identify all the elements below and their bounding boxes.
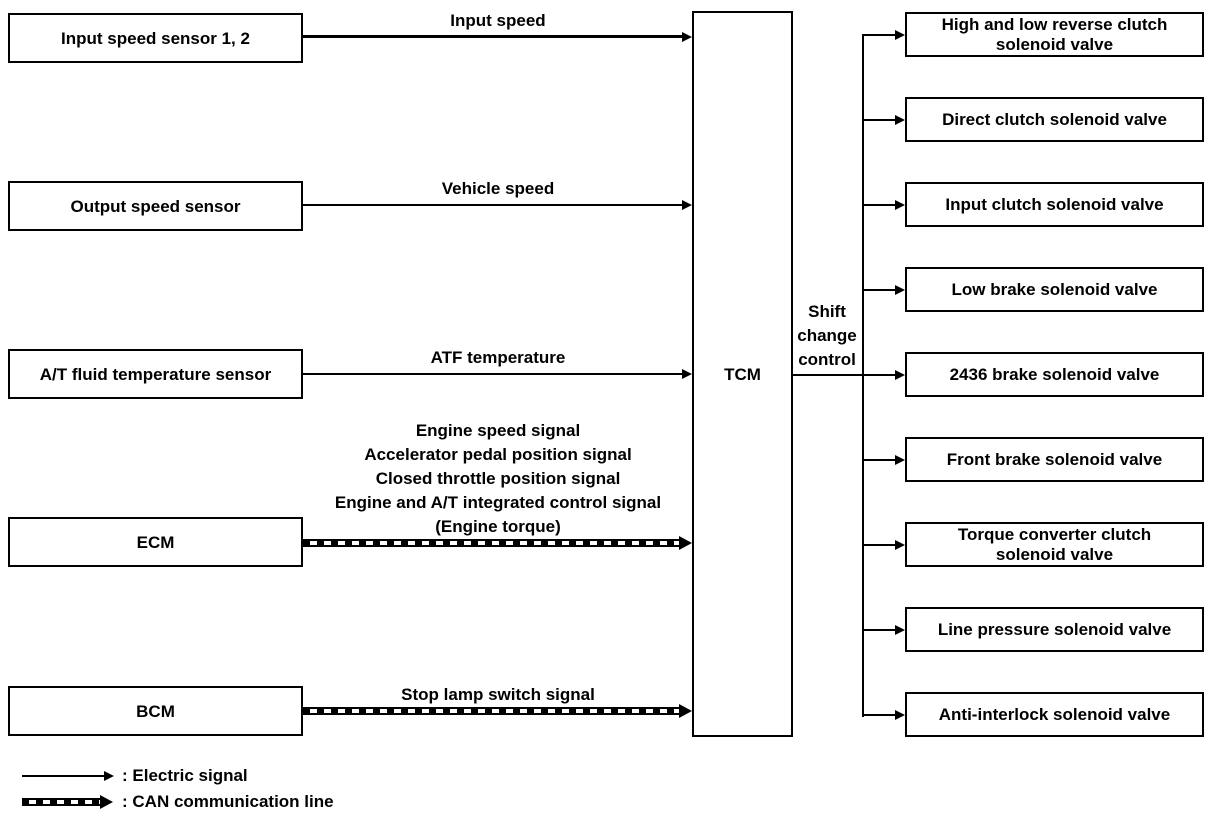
shift-change-control-line — [793, 374, 895, 376]
output-branch-arrowhead-icon — [895, 285, 905, 295]
output-box-label: Low brake solenoid valve — [951, 279, 1158, 299]
output-branch-line — [862, 204, 895, 206]
output-box-label: 2436 brake solenoid valve — [949, 364, 1160, 384]
output-branch-line — [862, 289, 895, 291]
output-branch-arrowhead-icon — [895, 30, 905, 40]
legend: : Electric signal : CAN communication li… — [0, 755, 420, 824]
input-box-0: Input speed sensor 1, 2 — [8, 13, 303, 63]
signal-label-line: Accelerator pedal position signal — [364, 445, 632, 464]
legend-electric-row: : Electric signal — [0, 763, 420, 789]
tcm-box: TCM — [692, 11, 793, 737]
output-branch-line — [862, 544, 895, 546]
input-box-label: BCM — [136, 701, 175, 721]
signal-label-line: Vehicle speed — [441, 179, 555, 198]
electric-signal-arrowhead-icon — [682, 200, 692, 210]
output-box-0: High and low reverse clutch solenoid val… — [905, 12, 1204, 57]
output-box-3: Low brake solenoid valve — [905, 267, 1204, 312]
signal-label-line: Engine speed signal — [415, 421, 581, 440]
electric-signal-arrowhead-icon — [682, 32, 692, 42]
signal-label-line: Engine and A/T integrated control signal — [334, 493, 662, 512]
signal-label-line: Input speed — [450, 11, 546, 30]
output-branch-arrowhead-icon — [895, 710, 905, 720]
shift-change-arrowhead-icon — [895, 370, 905, 380]
output-box-label: Line pressure solenoid valve — [937, 619, 1172, 639]
legend-can-row: : CAN communication line — [0, 789, 420, 815]
input-box-4: BCM — [8, 686, 303, 736]
output-box-label: Anti-interlock solenoid valve — [938, 704, 1171, 724]
output-branch-line — [862, 459, 895, 461]
signal-label-2: ATF temperature — [308, 346, 688, 370]
output-box-label: Torque converter clutch solenoid valve — [957, 524, 1152, 564]
output-branch-arrowhead-icon — [895, 540, 905, 550]
output-branch-line — [862, 714, 895, 716]
electric-signal-arrowhead-icon — [682, 369, 692, 379]
output-box-label: High and low reverse clutch solenoid val… — [941, 14, 1168, 54]
output-box-4: 2436 brake solenoid valve — [905, 352, 1204, 397]
can-arrow-icon — [100, 795, 113, 809]
signal-label-4: Stop lamp switch signal — [308, 683, 688, 707]
signal-label-line: ATF temperature — [430, 348, 566, 367]
can-arrowhead-icon — [679, 704, 692, 718]
input-box-1: Output speed sensor — [8, 181, 303, 231]
output-box-label: Front brake solenoid valve — [946, 449, 1163, 469]
output-box-label: Input clutch solenoid valve — [945, 194, 1164, 214]
output-branch-line — [862, 119, 895, 121]
output-box-2: Input clutch solenoid valve — [905, 182, 1204, 227]
input-box-label: Input speed sensor 1, 2 — [61, 28, 250, 48]
electric-signal-arrow-icon — [104, 771, 114, 781]
output-bus-line — [862, 35, 864, 717]
output-branch-arrowhead-icon — [895, 200, 905, 210]
output-branch-line — [862, 34, 895, 36]
can-line-icon — [22, 798, 100, 806]
output-box-7: Line pressure solenoid valve — [905, 607, 1204, 652]
input-box-label: A/T fluid temperature sensor — [39, 364, 272, 384]
electric-signal-line — [303, 373, 682, 375]
output-box-1: Direct clutch solenoid valve — [905, 97, 1204, 142]
signal-label-line: Stop lamp switch signal — [401, 685, 595, 704]
input-box-label: ECM — [136, 532, 175, 552]
output-box-6: Torque converter clutch solenoid valve — [905, 522, 1204, 567]
input-box-label: Output speed sensor — [70, 196, 241, 216]
output-branch-arrowhead-icon — [895, 455, 905, 465]
output-box-8: Anti-interlock solenoid valve — [905, 692, 1204, 737]
electric-signal-line-icon — [22, 775, 104, 777]
input-box-3: ECM — [8, 517, 303, 567]
output-branch-line — [862, 629, 895, 631]
output-box-label: Direct clutch solenoid valve — [942, 109, 1167, 129]
shift-change-control-label: Shift change control — [797, 302, 857, 369]
can-communication-line — [303, 707, 679, 715]
electric-signal-line — [303, 35, 682, 38]
legend-electric-label: : Electric signal — [122, 766, 248, 785]
output-box-5: Front brake solenoid valve — [905, 437, 1204, 482]
can-arrowhead-icon — [679, 536, 692, 550]
signal-label-line: (Engine torque) — [435, 517, 561, 536]
signal-label-0: Input speed — [308, 9, 688, 33]
can-communication-line — [303, 539, 679, 547]
legend-can-label: : CAN communication line — [122, 792, 334, 811]
output-branch-arrowhead-icon — [895, 625, 905, 635]
signal-label-line: Closed throttle position signal — [375, 469, 621, 488]
signal-label-1: Vehicle speed — [308, 177, 688, 201]
tcm-label: TCM — [724, 364, 761, 384]
input-box-2: A/T fluid temperature sensor — [8, 349, 303, 399]
electric-signal-line — [303, 204, 682, 206]
output-branch-arrowhead-icon — [895, 115, 905, 125]
